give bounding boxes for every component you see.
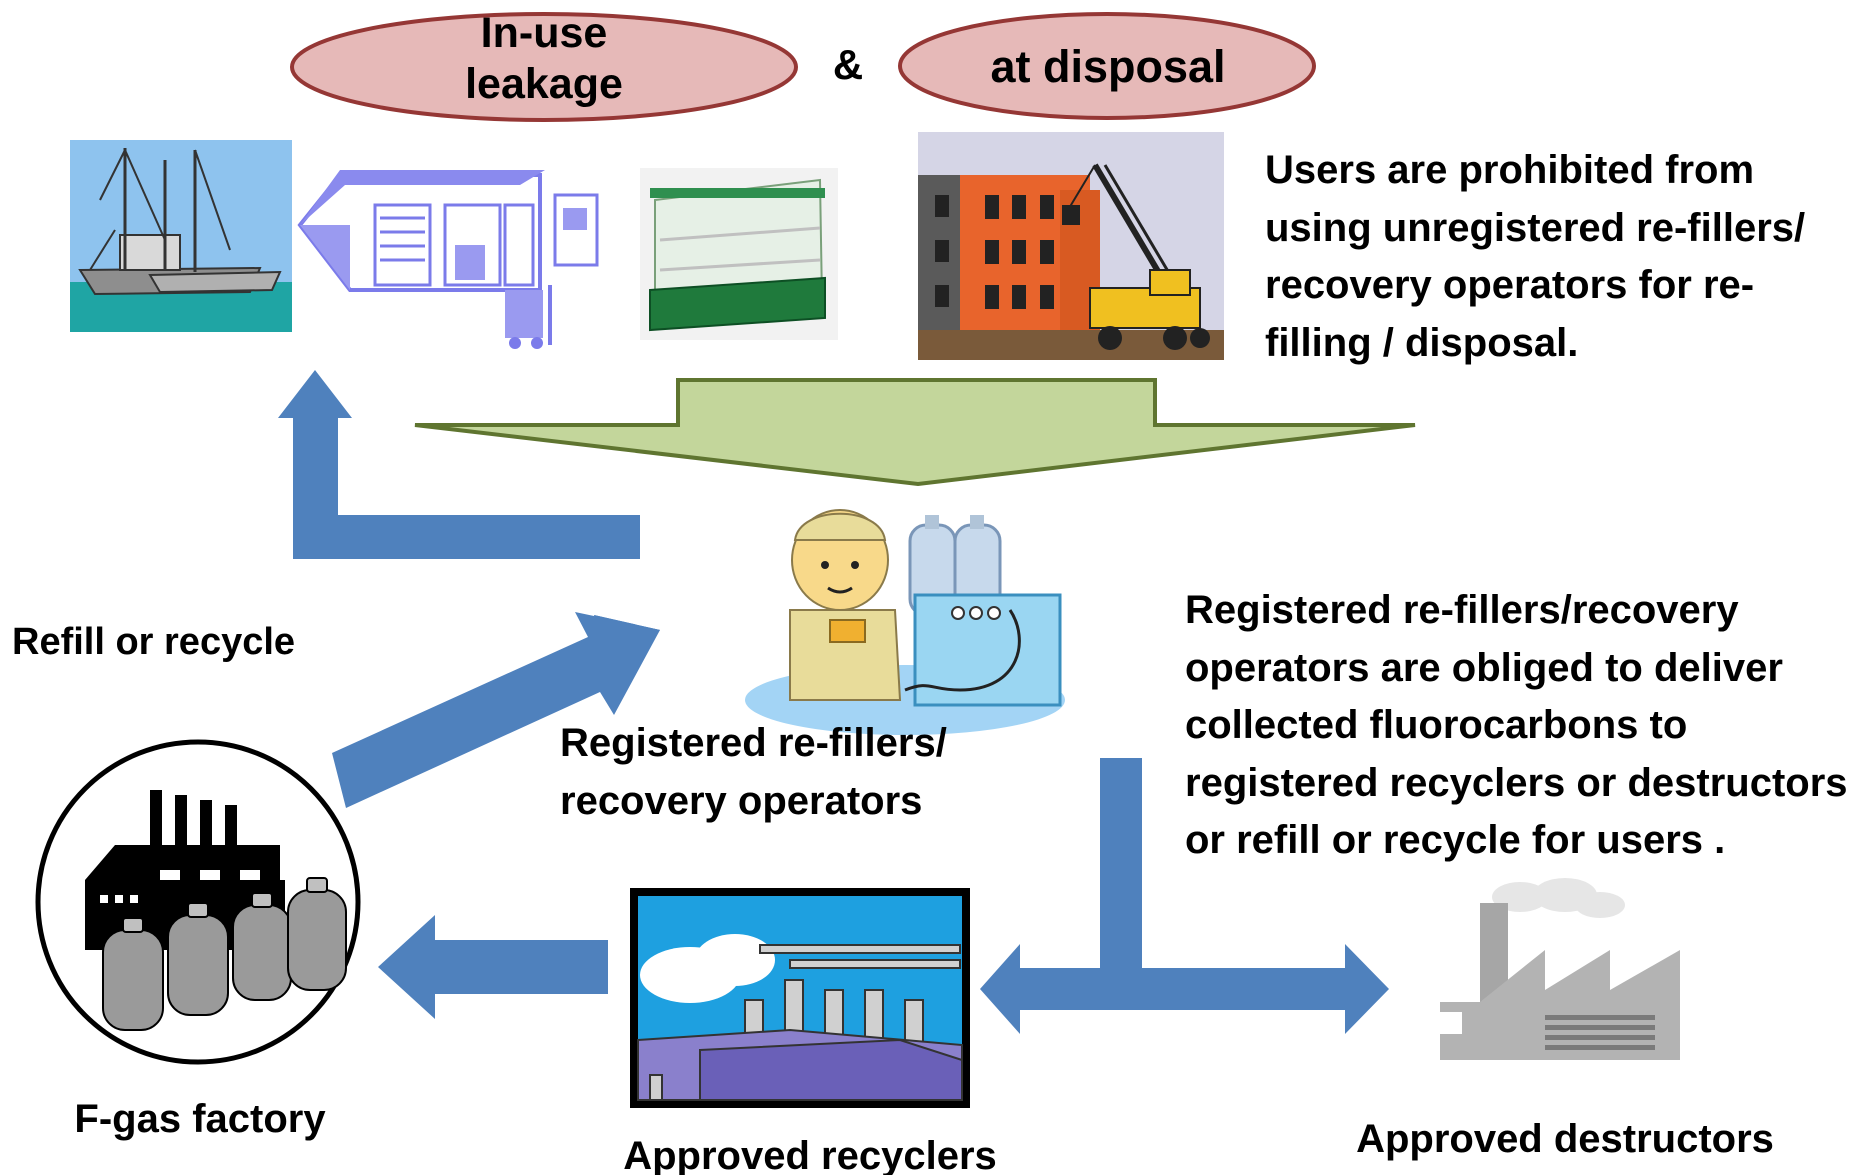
in-use-leakage-ellipse: [290, 12, 798, 122]
approved-destructors-label: Approved destructors: [1356, 1117, 1774, 1161]
in-use-leakage-label: In-use leakage: [465, 9, 623, 108]
fgas-factory-label: F-gas factory: [74, 1097, 326, 1141]
ampersand-label: &: [832, 41, 864, 88]
refill-or-recycle-label: Refill or recycle: [12, 621, 296, 663]
recycling-plant-icon: [630, 888, 970, 1108]
at-disposal-ellipse: [898, 12, 1316, 120]
to-recyclers-arrow: [980, 944, 1142, 1034]
obligation-text: Registered re-fillers/recovery operators…: [1185, 588, 1848, 863]
at-disposal-label: at disposal: [990, 41, 1226, 92]
approved-recyclers-label: Approved recyclers: [623, 1134, 997, 1175]
users-prohibited-text: Users are prohibited from using unregist…: [1265, 148, 1806, 365]
registered-refillers-label: Registered re-fillers/ recovery operator…: [560, 721, 947, 823]
destruction-factory-icon: [1440, 878, 1680, 1060]
fishing-boat-icon: [70, 140, 292, 332]
building-demolition-crane-icon: [918, 132, 1224, 360]
operator-split-connector: [1100, 758, 1142, 1010]
recycler-to-factory-arrow: [378, 915, 608, 1019]
warehouse-forklift-icon: [297, 170, 599, 349]
refrigerated-display-case-icon: [640, 168, 838, 340]
to-destructors-arrow: [1142, 944, 1389, 1034]
recovery-operator-icon: [745, 509, 1065, 735]
green-funnel-arrow: [414, 378, 1416, 487]
fgas-factory-icon: [35, 739, 361, 1065]
refill-recycle-arrow: [278, 370, 640, 559]
